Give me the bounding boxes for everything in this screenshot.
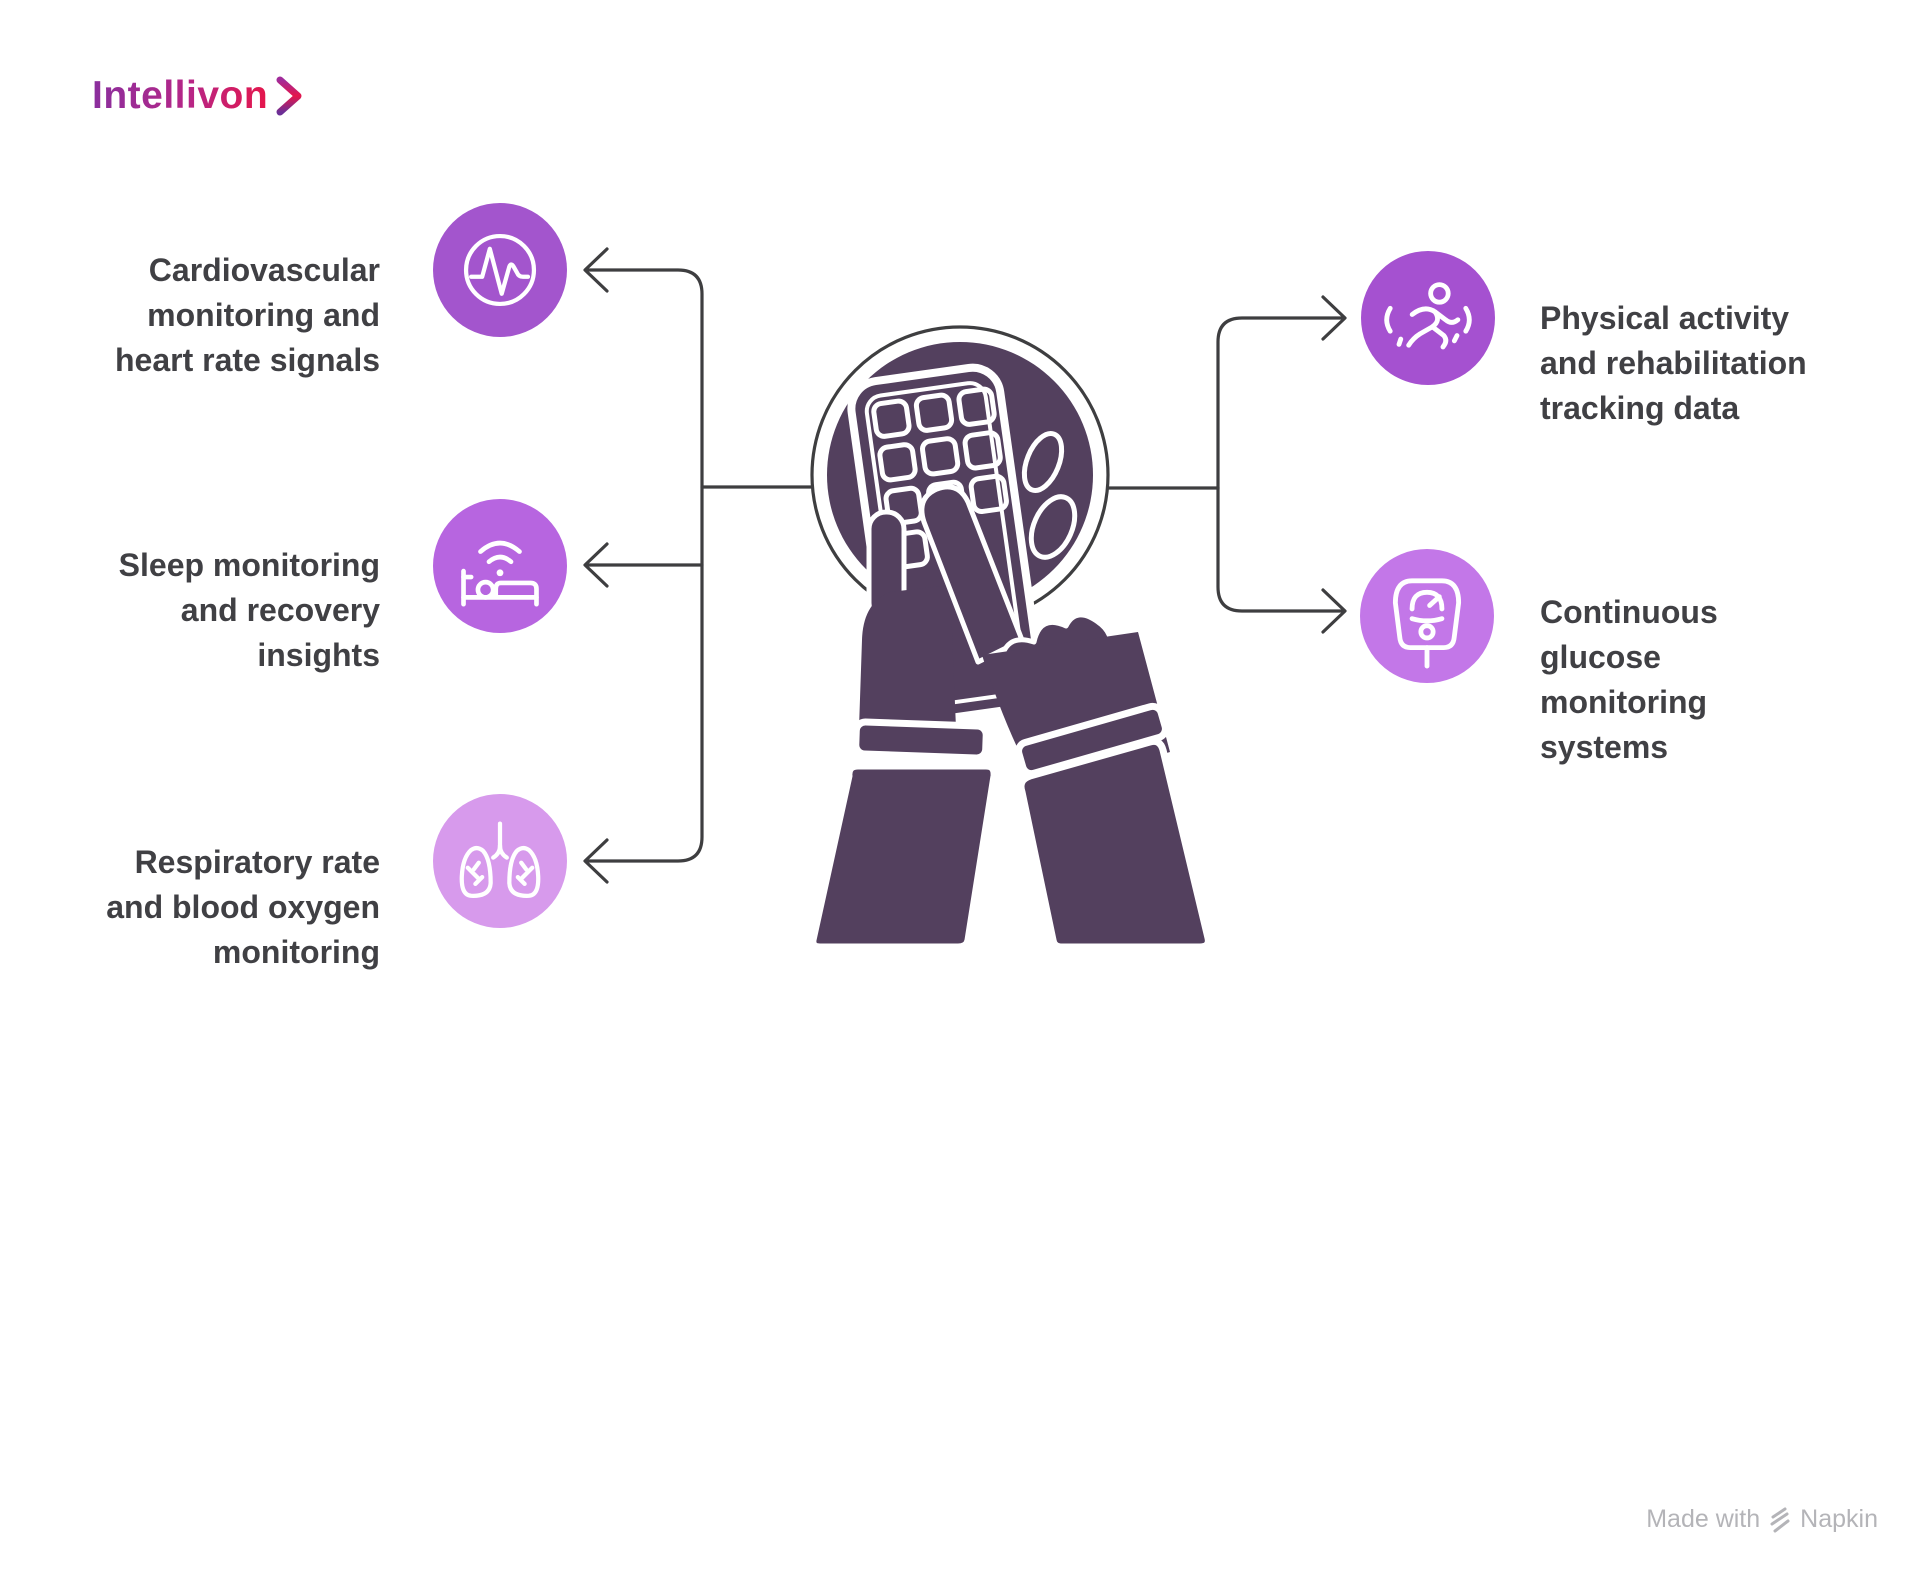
node-label-glucose: Continuous glucose monitoring systems — [1540, 594, 1718, 765]
brand-name: Intellivon — [92, 74, 269, 117]
grip-fingertip-upper — [1021, 431, 1065, 493]
right-sleeve — [1017, 737, 1212, 951]
arrowhead-right-1 — [1321, 295, 1347, 341]
brand-logo: Intellivon — [92, 72, 308, 120]
arrowhead-left-2 — [583, 542, 609, 588]
brand-chevron-icon — [276, 76, 302, 116]
physical-activity-node-circle — [1361, 251, 1495, 385]
lungs-icon — [459, 821, 541, 898]
heart-rate-waveform-icon — [463, 233, 537, 307]
cardiovascular-node-circle — [433, 203, 567, 337]
watermark-made-with-text: Made with — [1646, 1505, 1761, 1533]
glucose-meter-icon — [1392, 578, 1462, 669]
node-label-sleep: Sleep monitoring and recovery insights — [118, 547, 380, 673]
respiratory-node-circle — [433, 794, 567, 928]
sleep-node-circle — [433, 499, 567, 633]
connector-lines — [583, 247, 1347, 884]
right-index-finger — [919, 484, 1025, 665]
grip-fingertip-lower — [1028, 494, 1078, 560]
node-label-respiratory: Respiratory rate and blood oxygen monito… — [106, 844, 380, 970]
napkin-watermark[interactable]: Made with Napkin — [1646, 1505, 1878, 1534]
arrowhead-left-3 — [583, 838, 609, 884]
watermark-brand-text: Napkin — [1800, 1505, 1878, 1533]
napkin-logo-icon — [1770, 1507, 1790, 1532]
glucose-node-circle — [1360, 549, 1494, 683]
left-palm — [859, 585, 956, 728]
left-sleeve — [809, 762, 998, 951]
running-person-icon — [1384, 282, 1472, 350]
arrowhead-left-1 — [583, 247, 609, 293]
sleep-bed-icon — [461, 540, 539, 607]
node-label-physical-activity: Physical activity and rehabilitation tra… — [1540, 300, 1807, 426]
arrowhead-right-2 — [1321, 588, 1347, 634]
node-label-cardiovascular: Cardiovascular monitoring and heart rate… — [115, 252, 380, 378]
left-cuff — [852, 718, 990, 762]
hands-using-smartphone-illustration — [809, 325, 1212, 951]
